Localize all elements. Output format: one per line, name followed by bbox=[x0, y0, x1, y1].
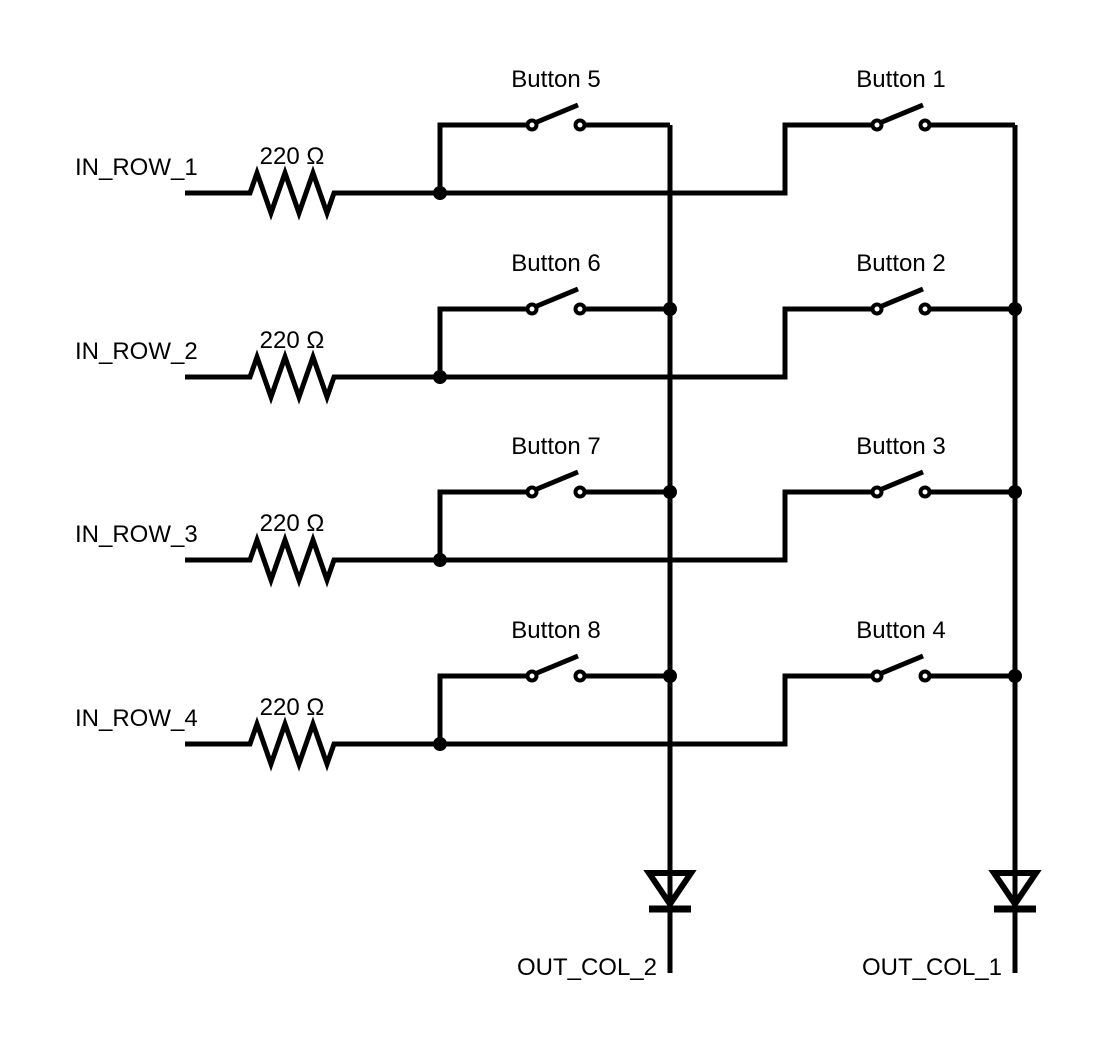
switch-terminal bbox=[525, 118, 539, 132]
diode-symbol bbox=[643, 870, 697, 910]
switch-lever bbox=[536, 653, 579, 676]
switch-terminal bbox=[573, 302, 587, 316]
button-2-switch: Button 2 bbox=[856, 250, 946, 316]
switch-terminal bbox=[573, 118, 587, 132]
button-6-switch: Button 6 bbox=[511, 250, 601, 316]
diode-symbol bbox=[988, 870, 1042, 910]
junction-dot bbox=[663, 485, 677, 499]
junction-dot bbox=[433, 737, 447, 751]
row-3-wire-and-resistor bbox=[185, 489, 871, 588]
switch-lever bbox=[536, 469, 579, 492]
row-4-left-branch-wire bbox=[437, 673, 526, 744]
switch-terminal bbox=[870, 118, 884, 132]
button-6-label: Button 6 bbox=[511, 250, 600, 277]
row-2-resistor-value: 220 Ω bbox=[260, 327, 325, 354]
button-3-label: Button 3 bbox=[856, 433, 945, 460]
button-7-switch: Button 7 bbox=[511, 433, 601, 499]
switch-lever bbox=[881, 469, 924, 492]
button-4-label: Button 4 bbox=[856, 617, 945, 644]
junction-dot bbox=[1008, 302, 1022, 316]
row-1-label: IN_ROW_1 bbox=[75, 154, 198, 181]
switch-terminal bbox=[525, 669, 539, 683]
out-col-1-label: OUT_COL_1 bbox=[862, 954, 1002, 981]
junction-dot bbox=[663, 669, 677, 683]
row-4-label: IN_ROW_4 bbox=[75, 705, 198, 732]
switch-lever bbox=[536, 102, 579, 125]
button-8-label: Button 8 bbox=[511, 617, 600, 644]
out-col-2-label: OUT_COL_2 bbox=[517, 954, 657, 981]
row-3-label: IN_ROW_3 bbox=[75, 521, 198, 548]
button-7-label: Button 7 bbox=[511, 433, 600, 460]
switch-terminal bbox=[525, 302, 539, 316]
row-1-wire-and-resistor bbox=[185, 122, 871, 221]
row-4-resistor-value: 220 Ω bbox=[260, 694, 325, 721]
row-3-resistor-value: 220 Ω bbox=[260, 510, 325, 537]
junction-dot bbox=[1008, 669, 1022, 683]
out-col-1-diode bbox=[988, 870, 1042, 913]
button-8-switch: Button 8 bbox=[511, 617, 601, 683]
row-3-left-branch-wire bbox=[437, 489, 526, 560]
row-4-net: IN_ROW_4 220 Ω bbox=[75, 669, 1022, 772]
button-1-label: Button 1 bbox=[856, 66, 945, 93]
row-1-left-branch-wire bbox=[437, 122, 526, 193]
button-2-label: Button 2 bbox=[856, 250, 945, 277]
switch-lever bbox=[881, 286, 924, 309]
junction-dot bbox=[1008, 485, 1022, 499]
switch-terminal bbox=[870, 302, 884, 316]
junction-dot bbox=[663, 302, 677, 316]
switch-terminal bbox=[918, 485, 932, 499]
button-3-switch: Button 3 bbox=[856, 433, 946, 499]
switch-terminal bbox=[573, 669, 587, 683]
switch-terminal bbox=[525, 485, 539, 499]
row-2-wire-and-resistor bbox=[185, 306, 871, 405]
switch-terminal bbox=[918, 118, 932, 132]
switch-lever bbox=[536, 286, 579, 309]
row-4-wire-and-resistor bbox=[185, 673, 871, 772]
button-1-switch: Button 1 bbox=[856, 66, 946, 132]
junction-dot bbox=[433, 553, 447, 567]
switch-terminal bbox=[573, 485, 587, 499]
button-4-switch: Button 4 bbox=[856, 617, 946, 683]
junction-dot bbox=[433, 370, 447, 384]
row-2-net: IN_ROW_2 220 Ω bbox=[75, 302, 1022, 405]
switch-terminal bbox=[918, 302, 932, 316]
row-2-left-branch-wire bbox=[437, 306, 526, 377]
switch-terminal bbox=[918, 669, 932, 683]
switch-lever bbox=[881, 102, 924, 125]
switch-terminal bbox=[870, 669, 884, 683]
button-5-switch: Button 5 bbox=[511, 66, 601, 132]
button-5-label: Button 5 bbox=[511, 66, 600, 93]
out-col-2-diode bbox=[643, 870, 697, 913]
row-2-label: IN_ROW_2 bbox=[75, 338, 198, 365]
switch-lever bbox=[881, 653, 924, 676]
row-1-net: IN_ROW_1 220 Ω bbox=[75, 122, 1015, 221]
switch-terminal bbox=[870, 485, 884, 499]
row-1-resistor-value: 220 Ω bbox=[260, 143, 325, 170]
junction-dot bbox=[433, 186, 447, 200]
row-3-net: IN_ROW_3 220 Ω bbox=[75, 485, 1022, 588]
